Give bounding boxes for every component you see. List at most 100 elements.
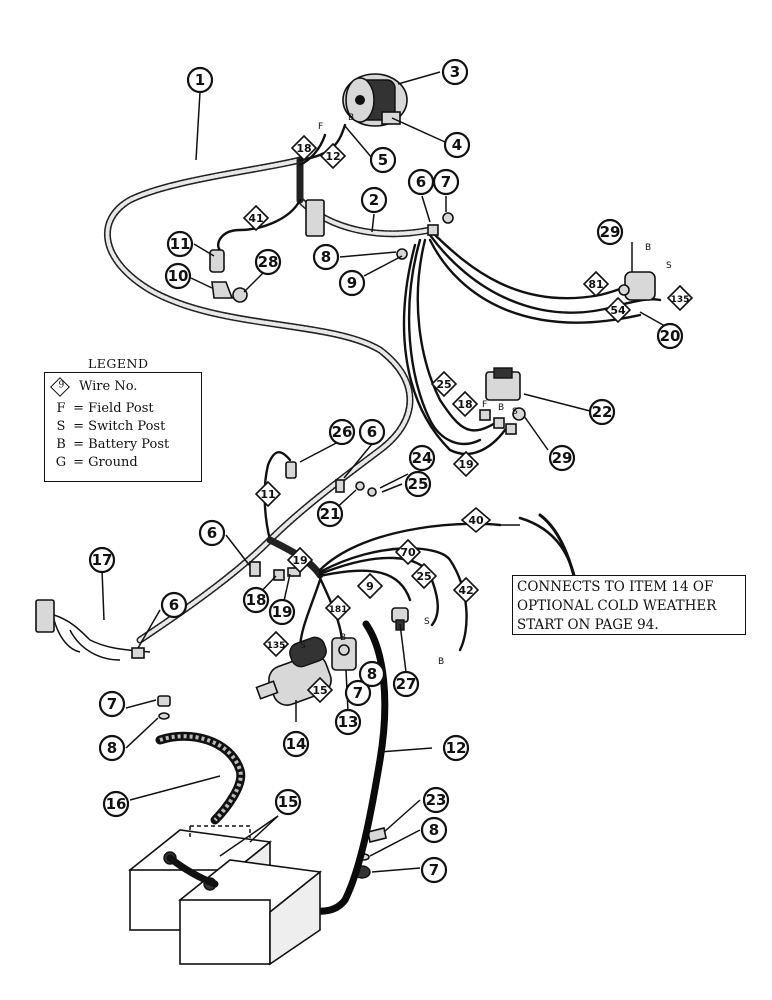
svg-text:5: 5 — [378, 151, 388, 169]
callout-6: 6 — [407, 168, 435, 196]
starter-motor — [255, 636, 332, 706]
svg-text:16: 16 — [106, 795, 127, 813]
post-label-b: B — [340, 633, 346, 643]
batteries — [128, 825, 322, 966]
callout-21: 21 — [316, 500, 344, 528]
wire-number-symbol: 9 — [50, 376, 70, 397]
svg-text:21: 21 — [320, 505, 341, 523]
wire-tag-18: 18 — [290, 134, 318, 162]
post-label-s: S — [666, 261, 672, 271]
callout-9: 9 — [338, 269, 366, 297]
legend-row-switch-post: S = Switch Post — [56, 419, 166, 434]
callout-7: 7 — [420, 856, 448, 884]
svg-text:2: 2 — [369, 191, 379, 209]
svg-text:19: 19 — [292, 554, 307, 567]
svg-text:13: 13 — [338, 713, 359, 731]
callouts: 1 2 3 4 5 6 6 6 6 7 7 7 7 8 8 8 8 9 10 1… — [88, 58, 684, 884]
harness-connector — [305, 199, 325, 237]
wire-tag-135: 135 — [262, 630, 290, 658]
svg-text:18: 18 — [457, 398, 472, 411]
svg-text:23: 23 — [426, 791, 447, 809]
svg-text:7: 7 — [107, 695, 117, 713]
svg-text:20: 20 — [660, 327, 681, 345]
relay — [479, 367, 526, 435]
callout-24: 24 — [408, 444, 436, 472]
callout-4: 4 — [443, 131, 471, 159]
wire-tag-25: 25 — [410, 562, 438, 590]
svg-text:8: 8 — [429, 821, 439, 839]
svg-text:41: 41 — [248, 212, 263, 225]
svg-text:11: 11 — [260, 488, 275, 501]
svg-text:25: 25 — [416, 570, 431, 583]
callout-18: 18 — [242, 586, 270, 614]
svg-text:81: 81 — [588, 278, 603, 291]
callout-3: 3 — [441, 58, 469, 86]
callout-15: 15 — [274, 788, 302, 816]
post-label-b: B — [498, 403, 504, 413]
svg-text:9: 9 — [366, 580, 374, 593]
legend-row-field-post: F = Field Post — [56, 401, 154, 416]
note-line-2: OPTIONAL COLD WEATHER — [517, 598, 717, 614]
wire-tag-25: 25 — [430, 370, 458, 398]
svg-text:12: 12 — [325, 150, 340, 163]
callout-26: 26 — [328, 418, 356, 446]
svg-text:27: 27 — [396, 675, 417, 693]
callout-28: 28 — [254, 248, 282, 276]
svg-text:6: 6 — [169, 596, 179, 614]
svg-text:8: 8 — [367, 665, 377, 683]
wire-tag-40: 40 — [460, 506, 492, 534]
callout-2: 2 — [360, 186, 388, 214]
callout-8: 8 — [420, 816, 448, 844]
callout-11: 11 — [166, 230, 194, 258]
post-label-s: S — [424, 617, 430, 627]
svg-text:22: 22 — [592, 403, 613, 421]
post-label-f: F — [482, 400, 487, 410]
callout-13: 13 — [334, 708, 362, 736]
svg-text:7: 7 — [353, 684, 363, 702]
svg-text:7: 7 — [429, 861, 439, 879]
svg-text:10: 10 — [168, 267, 189, 285]
wire-tag-15: 15 — [306, 676, 334, 704]
post-label-b: B — [348, 113, 354, 123]
wire-tag-70: 70 — [394, 538, 422, 566]
svg-text:12: 12 — [446, 739, 467, 757]
callout-25: 25 — [404, 470, 432, 498]
post-label-s: S — [300, 641, 306, 651]
alternator — [342, 73, 408, 127]
wire-tag-42: 42 — [452, 576, 480, 604]
legend-row-ground: G = Ground — [55, 455, 138, 470]
post-label-b: B — [645, 243, 651, 253]
svg-text:9: 9 — [347, 274, 357, 292]
svg-text:11: 11 — [170, 235, 191, 253]
svg-text:8: 8 — [321, 248, 331, 266]
wire-tag-19: 19 — [286, 546, 314, 574]
wire-tag-11: 11 — [254, 480, 282, 508]
legend-title: LEGEND — [88, 356, 149, 371]
legend-row-battery-post: B = Battery Post — [56, 437, 170, 452]
callout-8: 8 — [98, 734, 126, 762]
svg-text:70: 70 — [400, 546, 416, 559]
svg-text:19: 19 — [458, 458, 473, 471]
callout-7: 7 — [98, 690, 126, 718]
svg-text:1: 1 — [195, 71, 205, 89]
svg-text:15: 15 — [278, 793, 299, 811]
callout-12: 12 — [442, 734, 470, 762]
svg-text:54: 54 — [610, 304, 626, 317]
callout-1: 1 — [186, 66, 214, 94]
svg-text:17: 17 — [92, 551, 113, 569]
svg-text:29: 29 — [552, 449, 573, 467]
wire-tag-19: 19 — [452, 450, 480, 478]
callout-17: 17 — [88, 546, 116, 574]
wire-tag-81: 81 — [582, 270, 610, 298]
solenoid-right — [618, 271, 656, 301]
svg-text:42: 42 — [458, 584, 473, 597]
svg-text:4: 4 — [452, 136, 462, 154]
callout-22: 22 — [588, 398, 616, 426]
svg-text:135: 135 — [671, 295, 690, 305]
callout-27: 27 — [392, 670, 420, 698]
svg-text:6: 6 — [416, 173, 426, 191]
cold-weather-note: CONNECTS TO ITEM 14 OF OPTIONAL COLD WEA… — [512, 575, 746, 635]
svg-text:7: 7 — [441, 173, 451, 191]
